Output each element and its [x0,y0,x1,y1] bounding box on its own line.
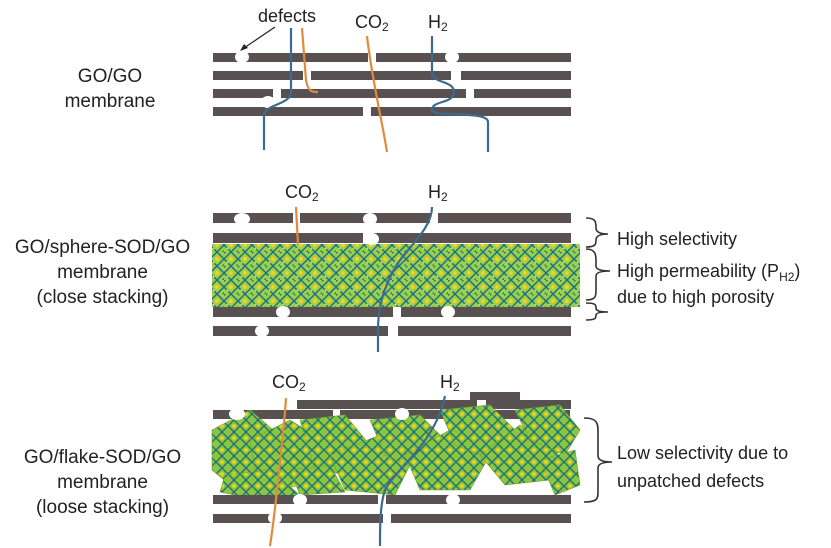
go-sheet [213,514,383,523]
defect-hole [446,494,460,506]
panel3-go-sheets-bottom [213,495,571,523]
panel2-go-sheets-bottom [213,307,571,336]
go-sheet [371,107,571,116]
panel1-label-line1: GO/GO [77,66,143,87]
note-high-permeability: High permeability (PH2) [617,261,801,284]
panel2-brackets [585,217,611,321]
sod-flake [514,404,581,456]
go-sheet [398,326,571,336]
panel2-label: GO/sphere-SOD/GO membrane (close stackin… [0,235,205,310]
panel1-label-line2: membrane [64,91,156,112]
co2-path-panel3 [268,397,288,547]
go-sheet [401,307,571,317]
go-sheet [376,53,571,62]
defect-hole [268,512,282,524]
defects-arrow [240,26,276,51]
panel3-label-line2: membrane [57,472,148,493]
go-sheet [213,307,393,317]
defect-hole [255,325,269,337]
go-sheet [470,392,520,400]
go-sheet [213,326,388,336]
panel3-label-line1: GO/flake-SOD/GO [23,447,182,468]
go-sheet [213,107,363,116]
defect-hole [234,213,250,225]
sod-flake [289,464,346,496]
go-sheet [213,213,293,223]
go-sheet [311,71,451,80]
defect-hole [293,494,307,506]
h2-path-panel1 [430,36,490,152]
defect-hole [395,408,409,420]
co2-label-panel2: CO2 [285,182,319,204]
defect-hole [229,408,245,420]
panel1-defect-holes [235,51,459,108]
defect-hole [441,306,455,318]
go-sheet [213,71,303,80]
h2-path-panel2 [376,206,434,352]
go-sheet [386,495,571,504]
co2-path-defect-panel1 [300,27,319,94]
go-sheet [281,89,466,98]
note-high-selectivity: High selectivity [617,229,738,249]
co2-path-panel2 [294,206,300,245]
note-low-selectivity: Low selectivity due to [617,443,789,463]
defects-label: defects [258,6,317,26]
bracket-bottom [585,302,609,321]
co2-label-panel3: CO2 [272,372,306,394]
panel1-label: GO/GO membrane [40,64,180,114]
defect-hole [261,96,275,108]
go-sheet [438,213,571,223]
defect-hole [235,51,249,63]
panel3-defect-holes [229,408,460,524]
go-sheet [474,89,571,98]
go-sheet [486,400,571,409]
defect-hole [445,51,459,63]
panel2-label-line3: (close stacking) [36,287,169,308]
go-sheet [461,71,571,80]
h2-label-panel2: H2 [428,182,448,204]
panel3-bracket [583,417,613,503]
go-sheet [213,89,273,98]
h2-label-panel1: H2 [428,12,448,34]
flake-sod-crystals [211,404,581,501]
panel3-label-line3: (loose stacking) [35,497,170,518]
go-sheet [213,410,333,419]
h2-path-panel3 [378,395,447,547]
h2-path-defect-panel1 [262,28,293,150]
sphere-sod-layer [212,244,580,307]
go-sheet [391,514,571,523]
go-sheet [297,400,477,409]
defect-hole [276,306,290,318]
bracket-middle [585,248,611,301]
panel2-defect-holes [234,213,455,337]
note-high-porosity: due to high porosity [617,287,775,307]
panel2-go-sheets-top [213,213,571,243]
co2-label-panel1: CO2 [355,12,389,34]
defect-hole [365,233,379,245]
panel3-label: GO/flake-SOD/GO membrane (loose stacking… [0,445,205,520]
co2-path-panel1 [365,35,389,153]
panel2-label-line1: GO/sphere-SOD/GO [14,237,191,258]
note-unpatched-defects: unpatched defects [617,471,765,491]
defect-hole [363,213,377,225]
go-sheet [371,233,571,243]
panel2-label-line2: membrane [57,262,148,283]
bracket-top [585,217,609,248]
sod-flake [539,449,581,496]
h2-label-panel3: H2 [440,372,460,394]
go-sheet [213,233,363,243]
